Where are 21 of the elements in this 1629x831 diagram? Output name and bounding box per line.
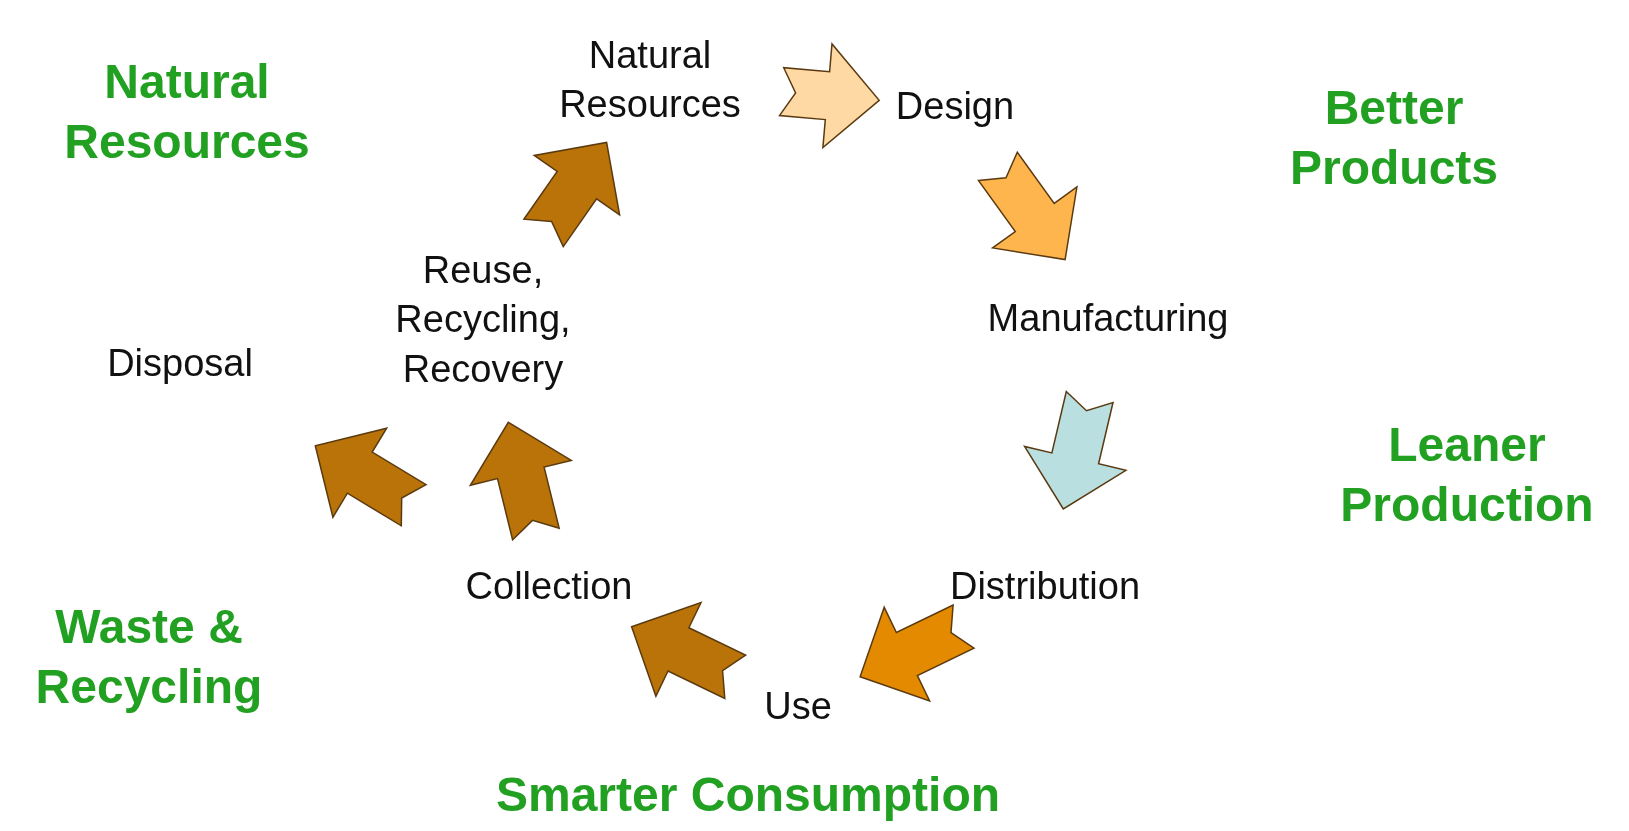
block-arrow [522, 141, 621, 249]
theme-label: Natural Resources [63, 54, 311, 170]
theme-label: Waste & Recycling [34, 599, 264, 715]
stage-label: Distribution [949, 562, 1141, 612]
block-arrow [1023, 390, 1128, 511]
theme-label: Smarter Consumption [496, 767, 1000, 823]
block-arrow [468, 421, 574, 542]
stage-label: Reuse, Recycling, Recovery [368, 245, 598, 395]
block-arrow [314, 427, 428, 528]
theme-label: Better Products [1289, 80, 1499, 196]
theme-label: Leaner Production [1339, 417, 1595, 533]
stage-label: Use [764, 682, 832, 732]
block-arrow [778, 42, 881, 150]
block-arrow [630, 601, 748, 700]
stage-label: Natural Resources [535, 30, 765, 130]
block-arrow [977, 150, 1078, 261]
stage-label: Design [895, 82, 1015, 132]
stage-label: Manufacturing [987, 294, 1229, 344]
stage-label: Disposal [107, 339, 253, 389]
stage-label: Collection [465, 562, 633, 612]
block-arrow [859, 603, 976, 703]
